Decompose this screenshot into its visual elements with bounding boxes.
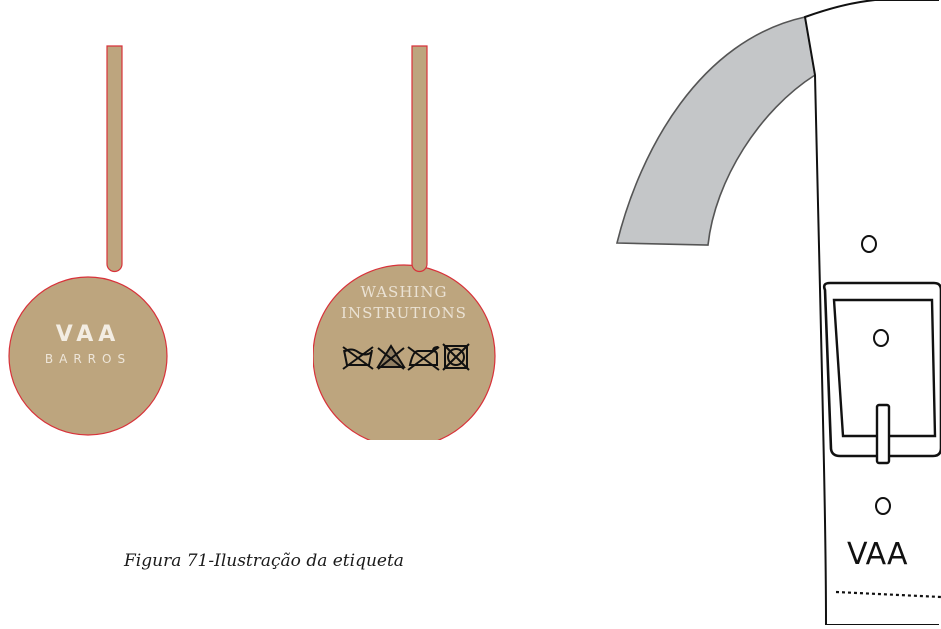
figure-caption: Figura 71-Ilustração da etiqueta xyxy=(124,551,404,571)
belt-hole xyxy=(873,329,889,347)
tag-back-shape xyxy=(313,45,496,440)
brand-name: VAA xyxy=(55,322,121,347)
belt-back-strap xyxy=(615,16,816,246)
do-not-iron-icon xyxy=(407,346,440,371)
belt-brand-label: VAA xyxy=(847,537,908,572)
washing-label-line1: WASHING xyxy=(360,283,448,301)
care-icons xyxy=(341,343,476,373)
belt-front-strap xyxy=(803,0,941,626)
belt-hole xyxy=(875,497,891,515)
tag-back: WASHING INSTRUTIONS xyxy=(313,0,503,440)
do-not-bleach-icon xyxy=(376,344,406,370)
belt-drawing xyxy=(615,0,941,626)
belt-buckle-frame xyxy=(822,281,941,458)
tag-front-shape xyxy=(8,45,168,436)
do-not-wash-icon xyxy=(342,346,374,370)
tag-front: VAA BARROS xyxy=(8,0,178,440)
belt-hole xyxy=(861,235,877,253)
washing-label-line2: INSTRUTIONS xyxy=(341,304,467,322)
belt-buckle-prong xyxy=(875,403,891,465)
belt-illustration: VAA xyxy=(600,0,941,629)
brand-subtitle: BARROS xyxy=(44,352,132,366)
do-not-tumble-dry-icon xyxy=(442,343,470,371)
belt-buckle-inner xyxy=(832,298,937,438)
